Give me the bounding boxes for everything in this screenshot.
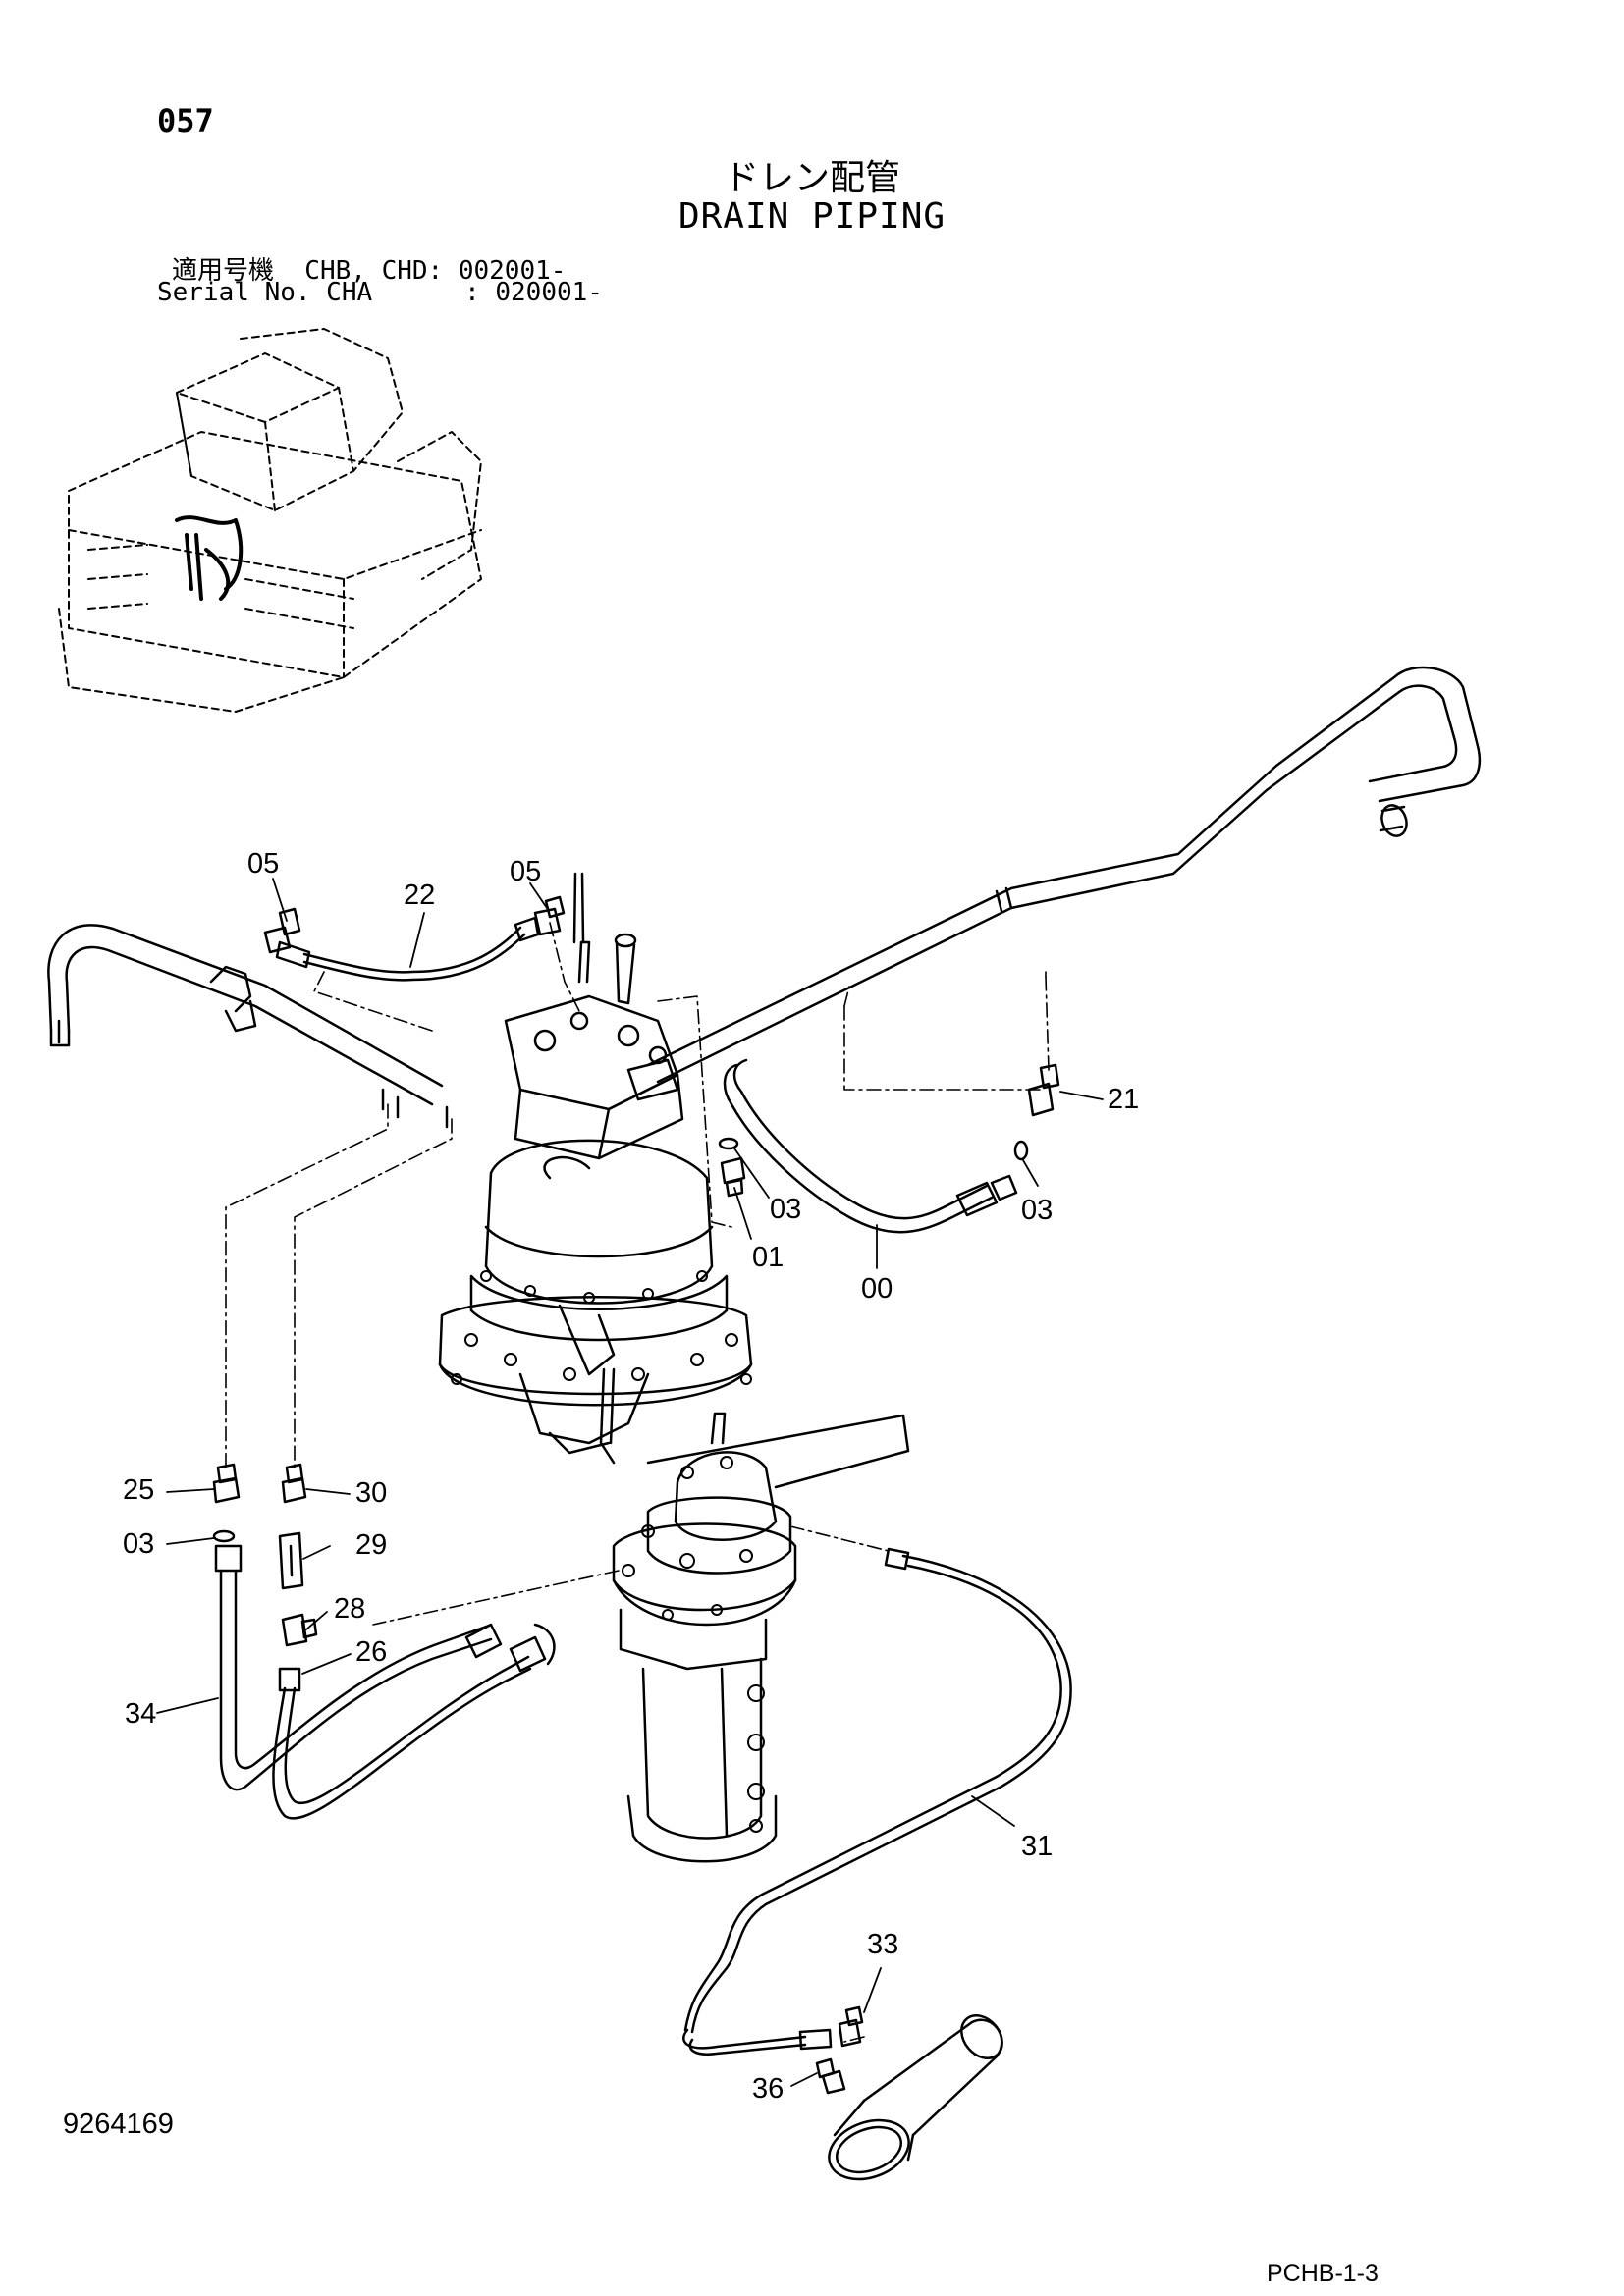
callout-labels: 05 22 05 21 03 01 00 03 25 30 03 29 28 2… [123,848,1139,2105]
callout-34: 34 [125,1698,156,1730]
machine-location-thumbnail [58,328,482,713]
callout-01: 01 [752,1242,784,1273]
callout-03-center: 03 [770,1194,801,1225]
fitting-stack-left [212,1463,318,1647]
callout-29: 29 [355,1529,387,1561]
hose-22 [275,916,540,982]
connector-21 [1027,1063,1060,1117]
callout-28: 28 [334,1593,365,1625]
document-number: 9264169 [63,2109,174,2140]
callout-00: 00 [861,1273,893,1305]
hose-26 [272,1623,556,1820]
callout-05-right: 05 [510,856,541,887]
callout-03-right: 03 [1021,1195,1053,1226]
drain-tube-left [47,924,449,1129]
swing-motor-assembly [438,872,753,1465]
page-reference: PCHB-1-3 [1267,2260,1379,2287]
callout-21: 21 [1108,1084,1139,1115]
serial-number-line: Serial No. CHA : 020001- [157,278,603,307]
callout-31: 31 [1021,1831,1053,1862]
page-number: 057 [157,102,214,139]
thumbnail-drain-hoses [175,515,244,601]
fitting-36 [815,2057,846,2095]
callout-26: 26 [355,1636,387,1668]
callout-05-left: 05 [247,848,279,880]
adapter-01 [720,1156,746,1198]
applicable-models-line: 適用号機 CHB, CHD: 002001- [172,256,567,286]
callout-25: 25 [123,1474,154,1506]
page-title: DRAIN PIPING [677,196,947,237]
drain-tube-elbow [828,2014,1003,2181]
hose-00 [723,1058,1018,1234]
o-ring-03 [718,1137,1029,1161]
callout-36: 36 [752,2073,784,2105]
hose-34 [214,1544,493,1791]
hose-31 [682,1547,1072,2056]
leader-lines [156,878,1104,2087]
page-title-japanese: ドレン配管 [723,158,900,198]
drain-tube-main [646,666,1482,1084]
reference-lines [225,922,1050,2043]
callout-22: 22 [404,880,435,911]
fitting-33 [838,2005,864,2048]
callout-03-left: 03 [123,1528,154,1560]
center-joint-assembly [612,1412,910,1863]
callout-30: 30 [355,1477,387,1509]
callout-33: 33 [867,1929,898,1960]
fitting-05-left [263,907,301,954]
fitting-05-right [533,895,566,936]
